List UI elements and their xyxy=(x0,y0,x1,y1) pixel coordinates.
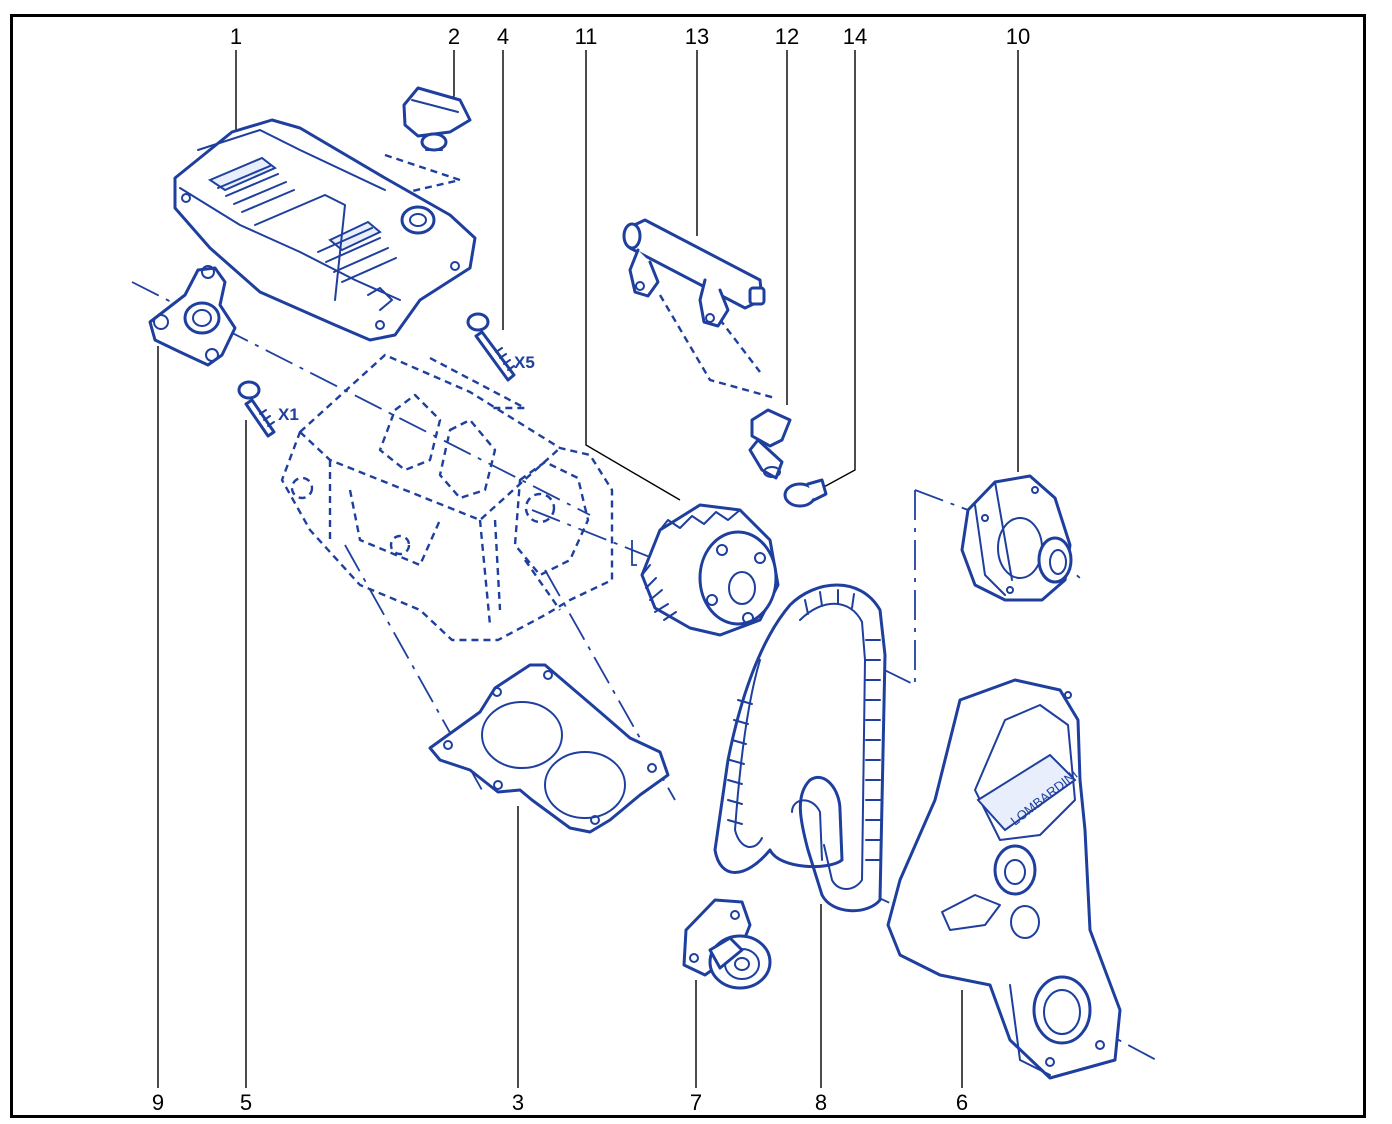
bolt-4-quantity: X5 xyxy=(514,353,535,372)
part-11-cam-pulley xyxy=(640,503,780,637)
part-8-timing-belt xyxy=(713,583,887,913)
callout-1: 1 xyxy=(230,24,242,49)
part-3-head-gasket xyxy=(428,663,670,834)
part-4-bolt: X5 xyxy=(466,312,535,382)
part-2-oil-cap xyxy=(402,86,472,152)
callout-8: 8 xyxy=(815,1090,827,1115)
part-9-flange xyxy=(148,265,237,367)
callout-10: 10 xyxy=(1006,24,1030,49)
callout-14: 14 xyxy=(843,24,867,49)
callout-7: 7 xyxy=(690,1090,702,1115)
part-5-bolt: X1 xyxy=(237,380,299,438)
callout-2: 2 xyxy=(448,24,460,49)
callout-13: 13 xyxy=(685,24,709,49)
part-13-fuel-rail xyxy=(622,218,766,328)
callout-9: 9 xyxy=(152,1090,164,1115)
leader-lines xyxy=(157,50,1019,1088)
part-12-injector xyxy=(748,408,792,480)
part-7-tensioner xyxy=(682,898,772,990)
callout-4: 4 xyxy=(497,24,509,49)
part-6-belt-cover: LOMBARDINI xyxy=(886,678,1122,1080)
cylinder-head-reference xyxy=(280,353,614,642)
callout-6: 6 xyxy=(956,1090,968,1115)
callout-12: 12 xyxy=(775,24,799,49)
callout-5: 5 xyxy=(240,1090,252,1115)
callout-3: 3 xyxy=(512,1090,524,1115)
callout-numbers: 1 2 4 11 13 12 14 10 9 5 3 7 8 6 xyxy=(152,24,1030,1115)
callout-11: 11 xyxy=(575,24,598,49)
bolt-5-quantity: X1 xyxy=(278,405,299,424)
part-1-rocker-cover xyxy=(173,118,477,342)
part-14-clamp xyxy=(783,478,828,508)
part-10-front-housing xyxy=(960,474,1073,602)
